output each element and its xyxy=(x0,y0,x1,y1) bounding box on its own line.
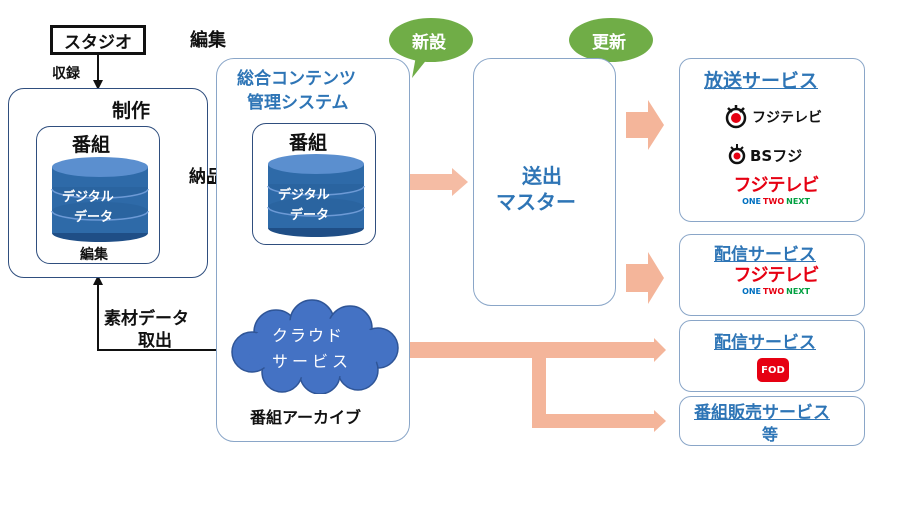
bubble-new-label: 新設 xyxy=(412,33,446,53)
production-edit-label: 編集 xyxy=(80,247,108,263)
editing-top-label: 編集 xyxy=(190,30,226,51)
cloud-line2: サービス xyxy=(272,352,353,371)
cloud-line1: クラウド xyxy=(272,326,345,345)
production-title: 制作 xyxy=(112,100,151,122)
cms-title-line1: 総合コンテンツ xyxy=(237,69,356,89)
broadcast-services-box xyxy=(679,58,865,222)
fod-logo: FOD xyxy=(757,358,789,382)
fujitv-otn-logo-1-main: フジテレビ xyxy=(733,175,820,196)
fujitv-logo-text: フジテレビ xyxy=(752,110,822,126)
production-program-title: 番組 xyxy=(72,134,111,156)
master-to-broadcast-arrow xyxy=(626,100,664,150)
sub-next: NEXT xyxy=(786,197,810,206)
bsfuji-eye-icon xyxy=(728,144,746,165)
cloud-icon xyxy=(231,299,399,394)
fujitv-otn-logo-2-main: フジテレビ xyxy=(733,265,820,286)
cms-database-icon xyxy=(267,154,365,237)
bsfuji-logo-text: BSフジ xyxy=(750,146,803,165)
sales-services-etc: 等 xyxy=(762,425,779,444)
bsfuji-logo: BSフジ xyxy=(726,144,802,166)
sales-services-box xyxy=(679,396,865,446)
fujitv-otn-logo-1: フジテレビ ONE TWO NEXT xyxy=(730,176,822,208)
cloud-to-services-arrow xyxy=(398,338,666,432)
material-data-label: 素材データ xyxy=(104,309,189,329)
master-line2: マスター xyxy=(496,190,576,214)
fujitv-otn-logo-2: フジテレビ ONE TWO NEXT xyxy=(730,266,822,298)
fujitv-otn-logo-1-sub: ONE TWO NEXT xyxy=(730,196,822,208)
broadcast-services-title: 放送サービス xyxy=(704,70,819,92)
sub-one: ONE xyxy=(742,287,762,296)
streaming-services-title-1: 配信サービス xyxy=(714,245,816,265)
fujitv-otn-logo-2-sub: ONE TWO NEXT xyxy=(730,286,822,298)
sub-next: NEXT xyxy=(786,287,810,296)
master-to-streaming-arrow xyxy=(626,252,664,304)
sales-services-title: 番組販売サービス xyxy=(694,403,830,423)
sub-one: ONE xyxy=(742,197,762,206)
streaming-services-title-2: 配信サービス xyxy=(714,333,816,353)
archive-label: 番組アーカイブ xyxy=(250,408,362,427)
cms-program-title: 番組 xyxy=(289,132,328,154)
studio-box: スタジオ xyxy=(50,25,146,55)
master-box xyxy=(473,58,616,306)
bubble-new xyxy=(389,18,473,78)
sub-two: TWO xyxy=(763,287,785,296)
fod-logo-text: FOD xyxy=(761,364,785,376)
recording-label: 収録 xyxy=(52,66,80,82)
delivery-label: 納品 xyxy=(189,167,223,187)
cms-db-line2: データ xyxy=(290,208,330,223)
bubble-update-label: 更新 xyxy=(592,33,626,53)
material-extract-label: 取出 xyxy=(138,331,172,351)
material-extraction-arrow xyxy=(93,275,240,351)
cms-title-line2: 管理システム xyxy=(247,93,349,113)
production-db-line1: デジタル xyxy=(62,190,114,205)
master-line1: 送出 xyxy=(522,164,562,188)
production-db-line2: データ xyxy=(74,210,114,225)
sub-two: TWO xyxy=(763,197,785,206)
fujitv-eye-logo: フジテレビ xyxy=(722,104,822,130)
fujitv-eye-icon xyxy=(725,105,747,129)
cms-db-line1: デジタル xyxy=(278,188,330,203)
production-database-icon xyxy=(51,157,149,242)
streaming-services-box-1 xyxy=(679,234,865,316)
studio-label: スタジオ xyxy=(64,32,132,53)
